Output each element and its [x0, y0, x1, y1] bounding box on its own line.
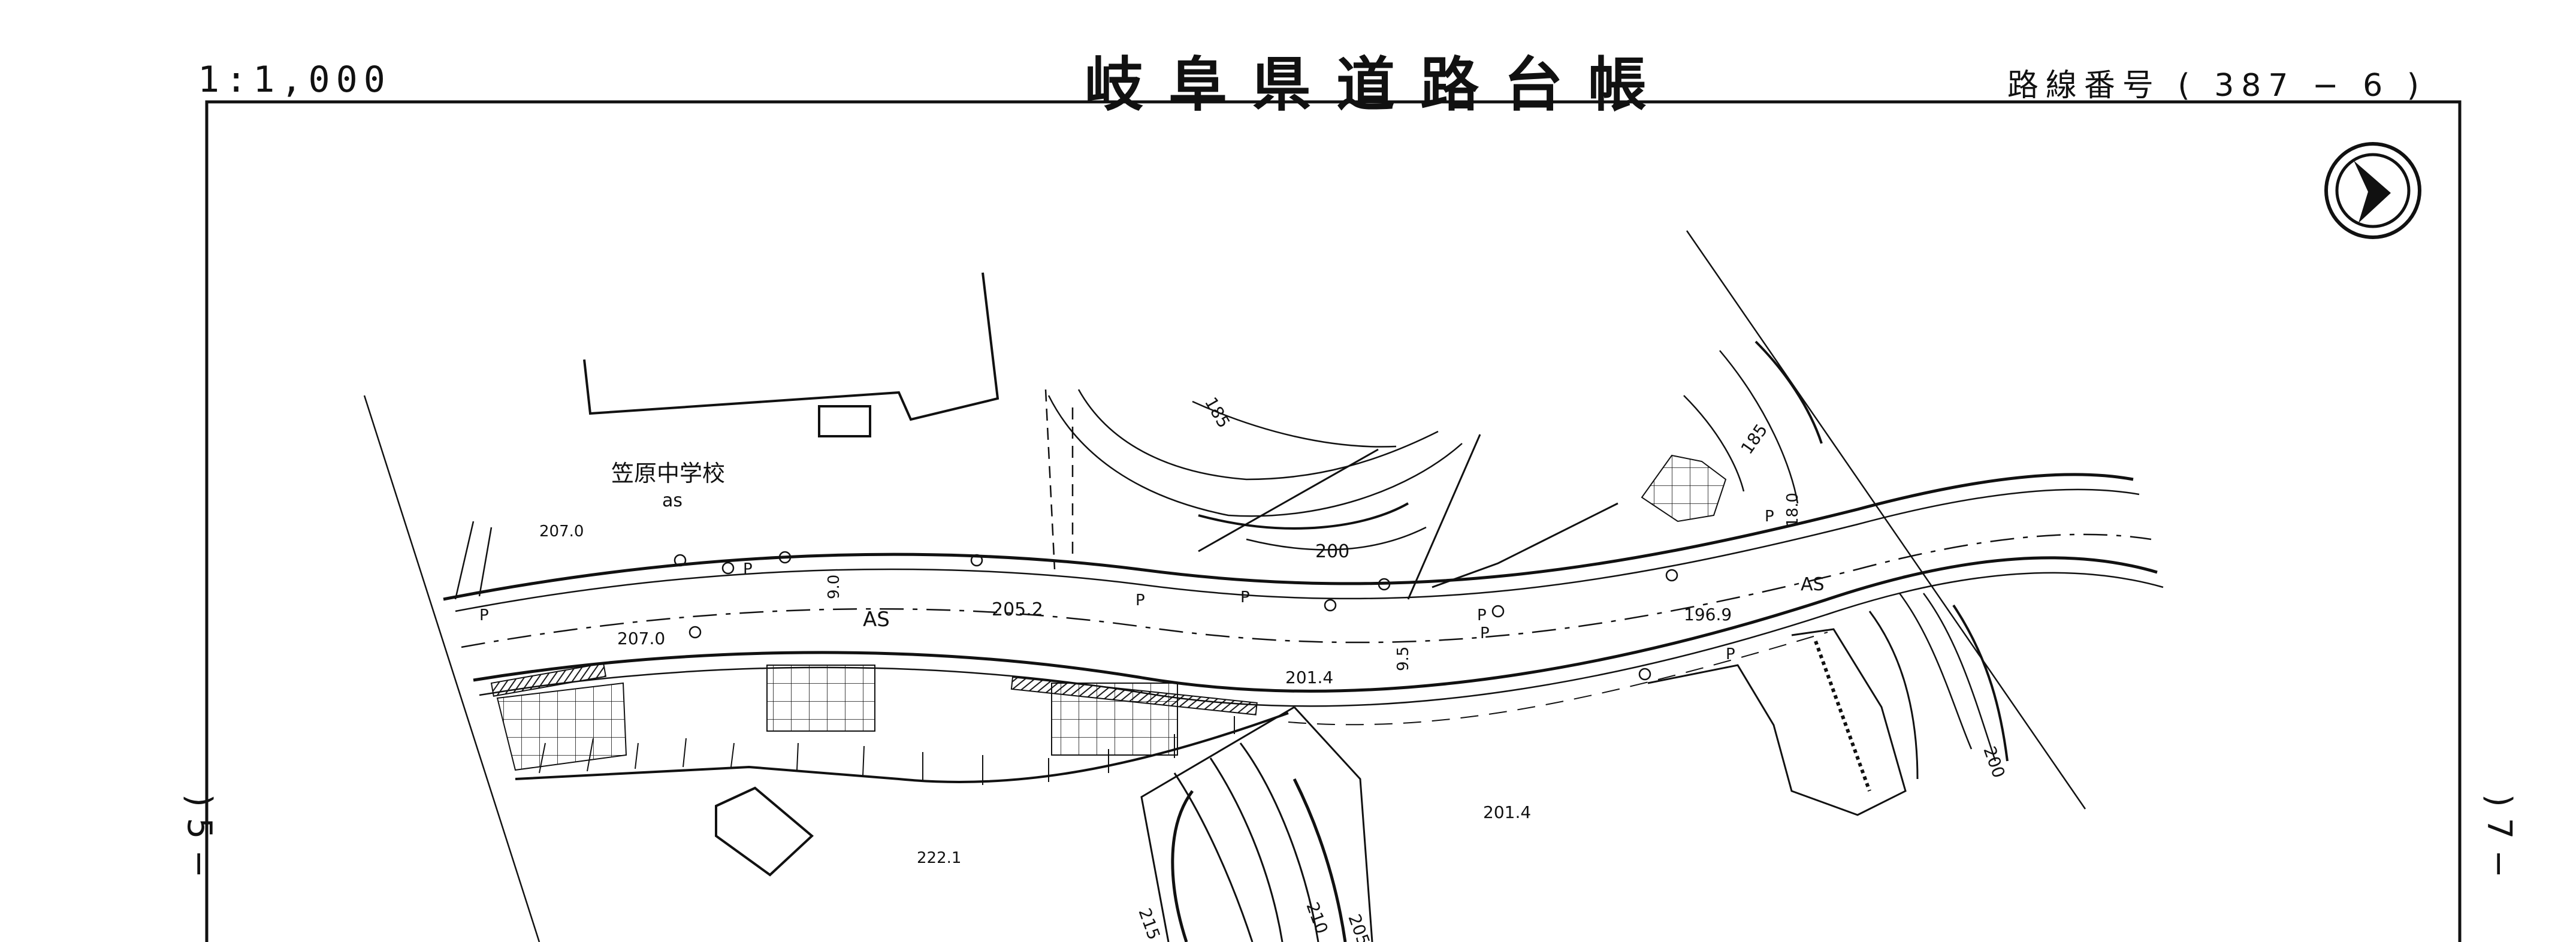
school-annex [818, 405, 871, 437]
contour-185-north [1754, 340, 1823, 444]
utility-pole-label: P [1726, 645, 1735, 663]
contour-label: 185 [1737, 420, 1772, 458]
contour-label: 215 [1134, 905, 1164, 942]
building-diamond [715, 786, 814, 877]
ditch-channel [1432, 502, 1618, 588]
contours-east [1898, 593, 2009, 762]
elevation-label: 222.1 [917, 849, 961, 867]
elevation-label: 205.2 [992, 599, 1043, 620]
school-driveway [454, 521, 493, 600]
contour-200-north [1198, 502, 1409, 530]
right-page-number: ) 7 − [2480, 794, 2518, 878]
east-structure [1647, 611, 1919, 816]
map-scale: 1:1,000 [198, 59, 391, 101]
contour-label: 200 [1315, 541, 1349, 562]
contour-200-east [1952, 604, 2009, 762]
school-surface-label: as [662, 490, 682, 511]
school-building [583, 272, 999, 437]
contour-label: 185 [1201, 394, 1234, 431]
slope-divider [1407, 434, 1481, 600]
contours-north [1044, 340, 1823, 570]
elevation-label: 196.9 [1684, 605, 1732, 624]
road-centerline [461, 533, 2152, 648]
utility-pole-label: P [1477, 606, 1487, 624]
road-width-label: 9.5 [1394, 647, 1412, 671]
roadside-dashed [1288, 632, 1828, 726]
utility-pole-label: P [1765, 508, 1774, 526]
road [443, 473, 2164, 726]
left-page-number: ) 5 − [180, 794, 219, 878]
map-frame [205, 100, 2462, 942]
road-surface-label: AS [863, 608, 890, 632]
retaining-grid [496, 665, 1178, 771]
elevation-label: 207.0 [617, 629, 665, 648]
utility-pole-label: P [1480, 624, 1490, 642]
road-surface-label-east: AS [1801, 574, 1825, 595]
contour-label: 210 [1302, 899, 1331, 937]
utility-pole-label: P [743, 560, 753, 578]
road-width-label: 18.0 [1784, 493, 1802, 527]
elevation-label: 201.4 [1285, 668, 1333, 687]
elevation-label: 201.4 [1483, 802, 1531, 822]
north-arrow-icon [2324, 142, 2421, 239]
slope-boundary-south [515, 712, 1289, 784]
route-number-label: 路線番号 ( 387 − 6 ) [2007, 60, 2426, 105]
slope-hatching-south [539, 716, 1235, 785]
road-edge-south [473, 556, 2158, 693]
ravine [1140, 706, 1373, 942]
road-width-label: 9.0 [825, 575, 843, 599]
utility-pole-label: P [1136, 591, 1145, 609]
elevation-label: 207.0 [539, 523, 584, 541]
road-edge-north-inner [455, 488, 2140, 612]
map-title: 岐阜県道路台帳 [1085, 50, 1672, 119]
route-number: ( 387 − 6 ) [2178, 68, 2426, 104]
ditch-structure [1641, 454, 1727, 523]
road-edge-north [443, 473, 2134, 601]
bridge-line [1198, 448, 1379, 552]
road-edge-south-inner [479, 572, 2164, 707]
map-area-boundary [363, 230, 2086, 942]
school-name-label: 笠原中学校 [611, 460, 725, 487]
roadside-symbols [674, 551, 1678, 681]
route-label: 路線番号 [2007, 68, 2161, 104]
utility-pole-label: P [479, 606, 489, 624]
utility-pole-label: P [1240, 588, 1250, 606]
